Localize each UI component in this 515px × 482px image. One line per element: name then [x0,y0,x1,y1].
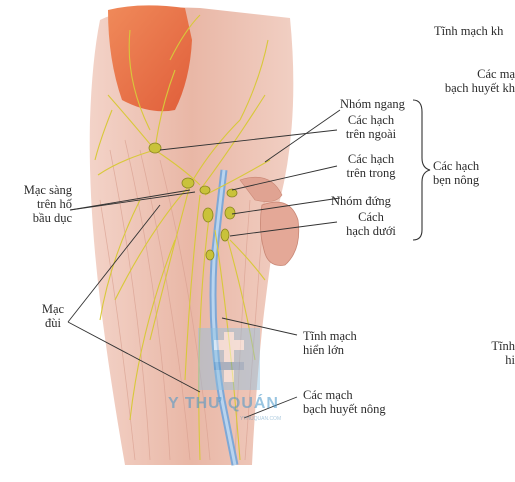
label-superomedial-nodes: Các hạch trên trong [346,152,396,180]
genital-region [260,201,300,266]
label-vein-right-cutoff: Tĩnh hi [491,339,515,367]
muscle-patch [108,5,192,112]
label-popliteal-lymphatics: Các mạ bạch huyết kh [444,67,515,95]
label-superficial-lymphatics: Các mạch bạch huyết nông [303,388,386,416]
label-popliteal-vein: Tĩnh mạch kh [434,24,504,38]
label-superolateral-nodes: Các hạch trên ngoài [345,113,397,141]
label-inferior-nodes: Cách hạch dưới [346,210,396,238]
leader-lines [67,109,341,419]
watermark-logo [198,328,260,390]
bracket [412,99,431,241]
label-vertical-group: Nhóm đứng [331,194,391,208]
label-great-saphenous-vein: Tĩnh mạch hiển lớn [303,329,357,357]
lymph-nodes [148,142,238,261]
label-horizontal-group: Nhóm ngang [340,97,405,111]
label-cribriform-fascia: Mạc sàng trên hố bầu dục [23,183,72,225]
label-superficial-inguinal-nodes: Các hạch bẹn nông [433,159,480,187]
watermark-subtitle: YTHUQUAN.COM [240,416,282,422]
watermark-title: Y THƯ QUÁN [168,395,279,412]
label-fascia-lata: Mạc đùi [41,302,65,330]
